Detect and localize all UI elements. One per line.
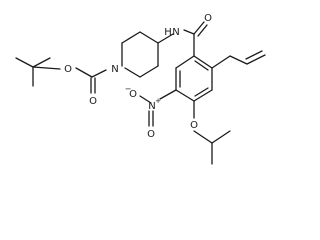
vinyl-group xyxy=(211,50,266,69)
nitro-oxygen-minus-label: O xyxy=(129,89,137,100)
nitro-group xyxy=(139,89,177,127)
chemical-structure: O O N N H O N + O − O O xyxy=(15,13,266,165)
piperidine-nitrogen-label: N xyxy=(111,64,118,75)
isopropoxy-group xyxy=(193,100,231,165)
boc-carbamate xyxy=(75,67,107,94)
nitro-plus-charge-label: + xyxy=(155,97,161,105)
isopropoxy-oxygen-label: O xyxy=(190,120,198,131)
nitro-nitrogen-label: N xyxy=(148,101,155,112)
carbamate-carbonyl-oxygen-label: O xyxy=(89,96,97,107)
benzene-ring xyxy=(175,55,213,102)
carbamate-ether-oxygen-label: O xyxy=(64,64,72,75)
amide-hydrogen-label: H xyxy=(164,27,172,38)
nitro-minus-charge-label: − xyxy=(125,85,132,94)
amide-nitrogen-label: N xyxy=(172,27,179,38)
nitro-oxygen-double-label: O xyxy=(147,129,155,140)
amide-carbonyl-oxygen-label: O xyxy=(204,13,212,24)
piperidine-ring xyxy=(121,31,159,78)
tert-butyl-group xyxy=(15,57,61,87)
amide-linkage xyxy=(157,21,208,57)
